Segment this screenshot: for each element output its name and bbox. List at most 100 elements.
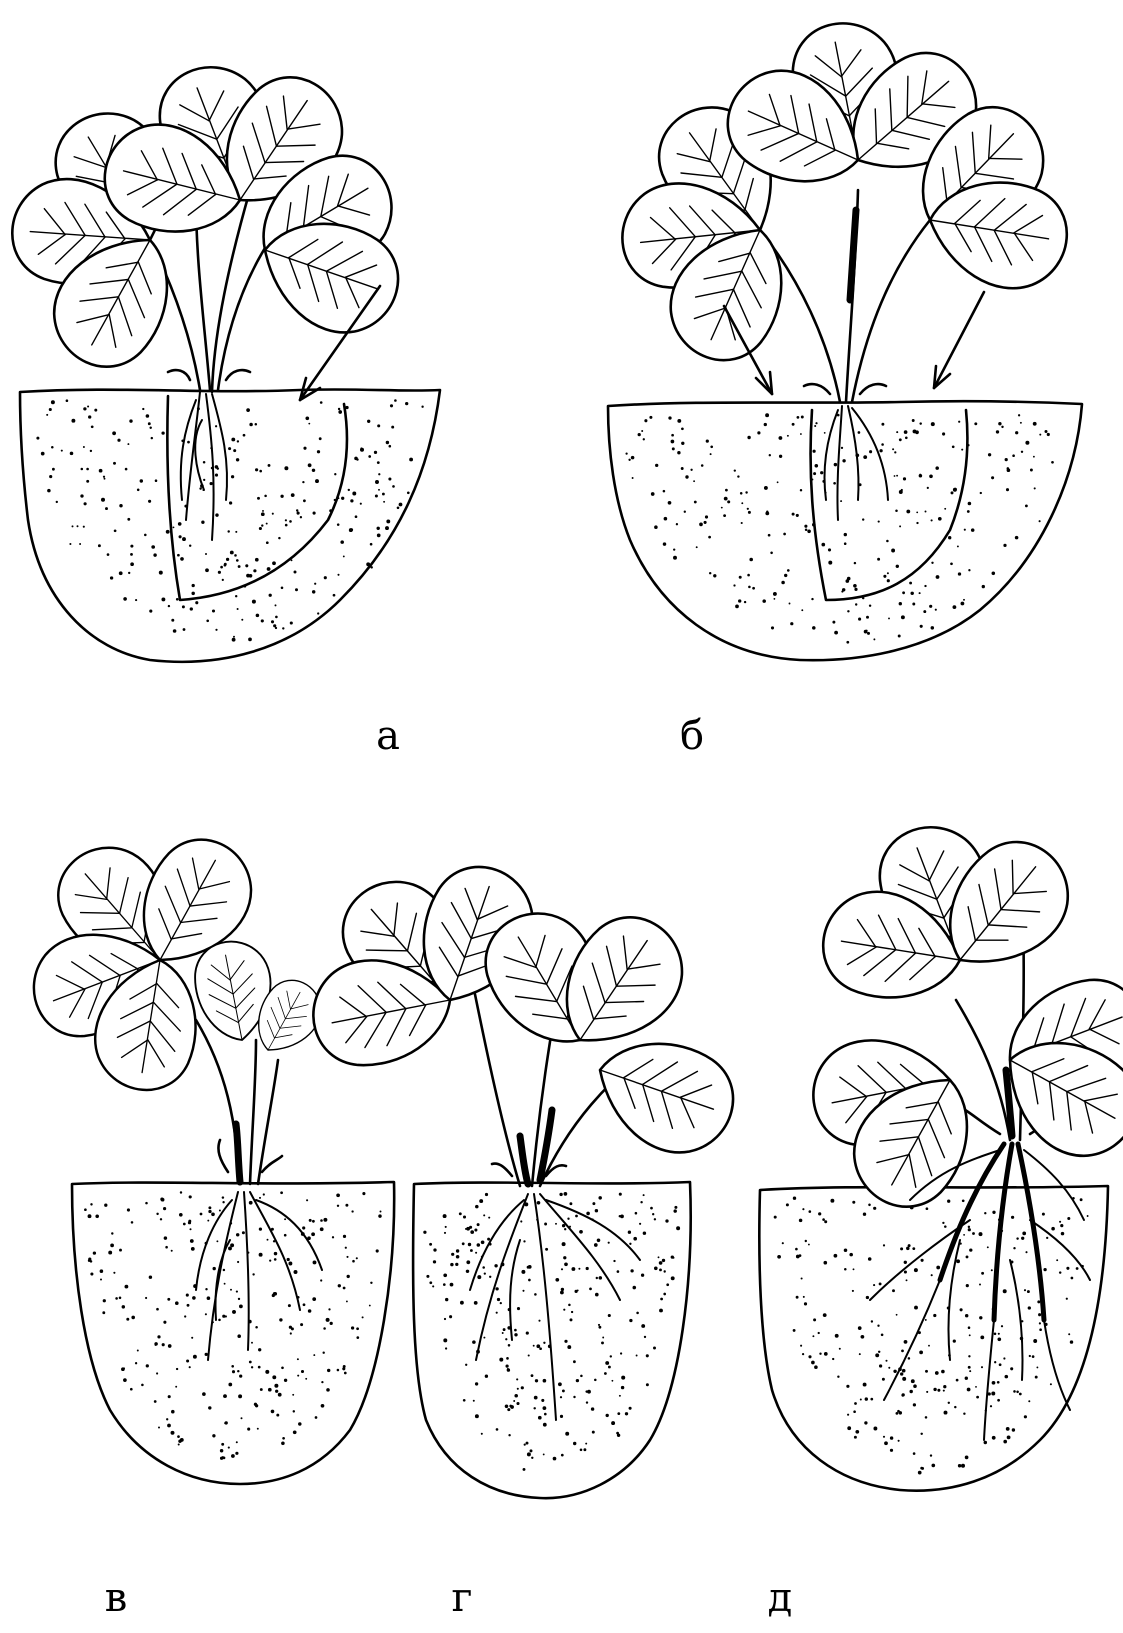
soil-dot (815, 422, 817, 424)
soil-dot (768, 534, 771, 537)
soil-dot (230, 502, 232, 504)
soil-dot (386, 441, 389, 444)
soil-dot (153, 553, 156, 556)
soil-dot (528, 1279, 531, 1282)
soil-dot (319, 437, 322, 440)
soil-dot (777, 1255, 781, 1259)
soil-dot (397, 506, 400, 509)
soil-dot (1039, 1328, 1042, 1331)
soil-dot (534, 1396, 538, 1400)
soil-dot (94, 409, 97, 412)
soil-dot (338, 497, 340, 499)
soil-dot (215, 513, 218, 516)
soil-dot (543, 1453, 545, 1455)
soil-dot (175, 1386, 177, 1388)
soil-dot (904, 430, 908, 434)
soil-dot (255, 423, 257, 426)
soil-dot (1059, 1221, 1061, 1223)
soil-dot (95, 1215, 99, 1219)
soil-dot (1066, 1298, 1068, 1300)
soil-dot (968, 502, 972, 506)
soil-dot (885, 1360, 887, 1362)
soil-dot (861, 1335, 865, 1339)
soil-dot (1042, 1213, 1045, 1216)
soil-dot (135, 1362, 137, 1364)
soil-dot (620, 1215, 624, 1219)
soil-dot (176, 598, 179, 601)
soil-dot (713, 574, 716, 577)
soil-dot (259, 1253, 263, 1257)
soil-dot (969, 1370, 971, 1372)
soil-dot (272, 1375, 276, 1379)
soil-dot (233, 636, 235, 638)
soil-dot (867, 632, 870, 635)
soil-dot (526, 1442, 529, 1445)
soil-dot (608, 1314, 611, 1317)
soil-dot (244, 585, 247, 588)
soil-dot (255, 558, 259, 562)
soil-dot (766, 511, 768, 513)
soil-dot (896, 431, 898, 433)
soil-dot (931, 422, 935, 426)
soil-dot (911, 1379, 915, 1383)
soil-dot (747, 574, 750, 577)
soil-dot (709, 572, 711, 574)
soil-dot (176, 1368, 178, 1370)
soil-dot (278, 1393, 282, 1397)
soil-dot (157, 1335, 160, 1338)
soil-dot (576, 1379, 579, 1382)
soil-dot (992, 1381, 996, 1385)
soil-dot (303, 447, 306, 450)
soil-dot (483, 1214, 485, 1216)
soil-dot (749, 558, 753, 562)
soil-dot (1038, 1313, 1041, 1316)
soil-dot (1076, 1267, 1079, 1270)
soil-texture (36, 399, 423, 641)
soil-dot (163, 1207, 166, 1210)
soil-dot (992, 1211, 995, 1214)
soil-dot (971, 528, 975, 532)
soil-dot (699, 523, 703, 527)
soil-dot (840, 500, 842, 502)
soil-dot (259, 1227, 262, 1230)
soil-dot (305, 416, 309, 420)
soil-dot (274, 1252, 277, 1255)
soil-dot (426, 1275, 429, 1278)
soil-dot (909, 1390, 912, 1393)
soil-dot (673, 548, 675, 550)
soil-dot (596, 1277, 598, 1279)
soil-dot (337, 1369, 340, 1372)
soil-dot (477, 1275, 481, 1279)
soil-dot (902, 591, 905, 594)
soil-dot (1047, 433, 1050, 436)
soil-dot (233, 449, 236, 452)
soil-dot (378, 1214, 381, 1217)
soil-dot (166, 1418, 168, 1420)
soil-dot (1003, 1357, 1005, 1359)
panel-label-b: б (680, 716, 704, 756)
soil-dot (1039, 1322, 1041, 1324)
soil-dot (100, 1279, 102, 1281)
soil-dot (854, 588, 857, 591)
soil-dot (981, 1366, 983, 1368)
soil-dot (968, 1226, 970, 1228)
soil-dot (891, 549, 895, 553)
soil-dot (485, 1193, 488, 1196)
soil-dot (1012, 1428, 1015, 1431)
soil-dot (935, 466, 939, 470)
soil-dot (643, 438, 645, 440)
soil-dot (819, 1353, 821, 1355)
soil-dot (311, 1232, 315, 1236)
soil-dot (987, 1246, 989, 1248)
panel-g (305, 853, 747, 1498)
soil-dot (592, 1431, 595, 1434)
soil-dot (846, 1385, 849, 1388)
soil-dot (205, 568, 209, 572)
soil-dot (475, 1414, 479, 1418)
soil-dot (230, 1289, 232, 1291)
soil-dot (1005, 1375, 1009, 1379)
soil-dot (465, 1364, 467, 1366)
soil-dot (919, 474, 923, 478)
soil-dot (482, 1266, 485, 1269)
soil-dot (142, 408, 144, 410)
